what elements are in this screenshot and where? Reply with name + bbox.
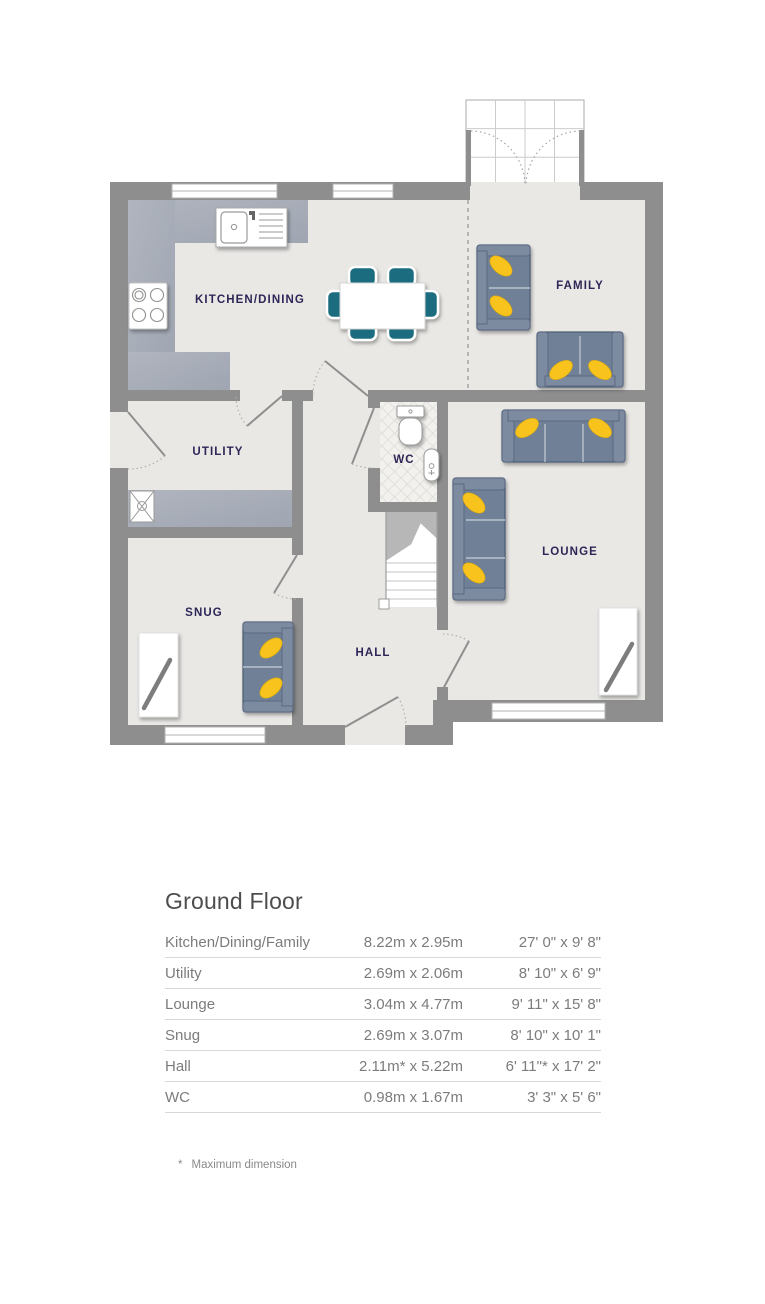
window-kitchen-2 bbox=[332, 183, 394, 199]
sofa-lounge-1 bbox=[501, 409, 626, 463]
metric-size: 2.69m x 3.07m bbox=[363, 1026, 463, 1044]
room-labels: KITCHEN/DINING FAMILY UTILITY WC LOUNGE … bbox=[185, 280, 604, 659]
floor-plan-svg: KITCHEN/DINING FAMILY UTILITY WC LOUNGE … bbox=[110, 99, 765, 782]
hob bbox=[128, 282, 168, 330]
room-name: Lounge bbox=[165, 995, 216, 1013]
dimensions-section: Ground Floor Kitchen/Dining/Family 8.22m… bbox=[165, 888, 601, 1113]
floor-base bbox=[110, 182, 765, 782]
window-lounge bbox=[491, 702, 606, 720]
utility-counter bbox=[128, 490, 300, 527]
metric-size: 2.11m* x 5.22m bbox=[359, 1057, 463, 1075]
wall-openings bbox=[110, 182, 580, 468]
table-row: WC 0.98m x 1.67m 3' 3" x 5' 6" bbox=[165, 1082, 601, 1113]
french-door-swing bbox=[466, 130, 584, 187]
footnote: * Maximum dimension bbox=[178, 1159, 765, 1171]
room-label-hall: HALL bbox=[355, 647, 390, 659]
toilet bbox=[396, 405, 425, 446]
metric-size: 2.69m x 2.06m bbox=[363, 964, 463, 982]
room-name: Kitchen/Dining/Family bbox=[165, 933, 311, 951]
room-name: WC bbox=[165, 1088, 190, 1106]
footnote-marker: * bbox=[178, 1159, 183, 1171]
room-label-utility: UTILITY bbox=[192, 446, 243, 458]
dimensions-table: Kitchen/Dining/Family 8.22m x 2.95m 27' … bbox=[165, 927, 601, 1113]
windows bbox=[164, 183, 606, 744]
door-front bbox=[344, 696, 407, 728]
door-utility-exterior bbox=[127, 411, 166, 470]
table-row: Kitchen/Dining/Family 8.22m x 2.95m 27' … bbox=[165, 927, 601, 958]
room-label-wc: WC bbox=[393, 454, 414, 466]
metric-size: 0.98m x 1.67m bbox=[363, 1088, 463, 1106]
stairs bbox=[378, 512, 438, 610]
imperial-size: 3' 3" x 5' 6" bbox=[527, 1088, 601, 1106]
window-kitchen-1 bbox=[171, 183, 278, 199]
sofa-lounge-2 bbox=[452, 477, 506, 601]
tv-unit-snug bbox=[138, 632, 179, 718]
sofa-family-1 bbox=[476, 244, 531, 331]
table-row: Utility 2.69m x 2.06m 8' 10" x 6' 9" bbox=[165, 958, 601, 989]
room-label-snug: SNUG bbox=[185, 607, 223, 619]
table-row: Hall 2.11m* x 5.22m 6' 11"* x 17' 2" bbox=[165, 1051, 601, 1082]
door-snug bbox=[273, 554, 298, 600]
metric-size: 3.04m x 4.77m bbox=[363, 995, 463, 1013]
sofa-snug bbox=[242, 621, 294, 713]
room-label-family: FAMILY bbox=[556, 280, 604, 292]
imperial-size: 6' 11"* x 17' 2" bbox=[505, 1057, 601, 1075]
imperial-size: 8' 10" x 6' 9" bbox=[518, 964, 601, 982]
sink-unit bbox=[215, 207, 288, 248]
room-name: Snug bbox=[165, 1026, 201, 1044]
tv-unit-lounge bbox=[598, 607, 638, 696]
floor-title: Ground Floor bbox=[165, 888, 303, 914]
footnote-text: Maximum dimension bbox=[191, 1159, 297, 1171]
metric-size: 8.22m x 2.95m bbox=[363, 933, 463, 951]
table-row: Snug 2.69m x 3.07m 8' 10" x 10' 1" bbox=[165, 1020, 601, 1051]
door-kitchen bbox=[312, 360, 369, 397]
french-doors bbox=[465, 99, 585, 187]
utility-appliance bbox=[129, 490, 155, 523]
imperial-size: 9' 11" x 15' 8" bbox=[511, 995, 602, 1013]
wash-basin bbox=[423, 448, 440, 482]
door-lounge bbox=[442, 633, 470, 690]
floor-plan: KITCHEN/DINING FAMILY UTILITY WC LOUNGE … bbox=[110, 99, 765, 782]
door-swings bbox=[127, 360, 470, 728]
room-label-kitchen-dining: KITCHEN/DINING bbox=[195, 294, 305, 306]
dining-table bbox=[339, 282, 426, 330]
door-utility-inner bbox=[235, 395, 283, 427]
dining-set bbox=[325, 265, 440, 342]
imperial-size: 8' 10" x 10' 1" bbox=[510, 1026, 601, 1044]
sofa-family-2 bbox=[536, 331, 624, 388]
imperial-size: 27' 0" x 9' 8" bbox=[518, 933, 601, 951]
window-snug bbox=[164, 726, 266, 744]
room-label-lounge: LOUNGE bbox=[542, 546, 598, 558]
door-wc bbox=[351, 407, 375, 469]
table-row: Lounge 3.04m x 4.77m 9' 11" x 15' 8" bbox=[165, 989, 601, 1020]
room-name: Utility bbox=[165, 964, 202, 982]
room-name: Hall bbox=[165, 1057, 191, 1075]
